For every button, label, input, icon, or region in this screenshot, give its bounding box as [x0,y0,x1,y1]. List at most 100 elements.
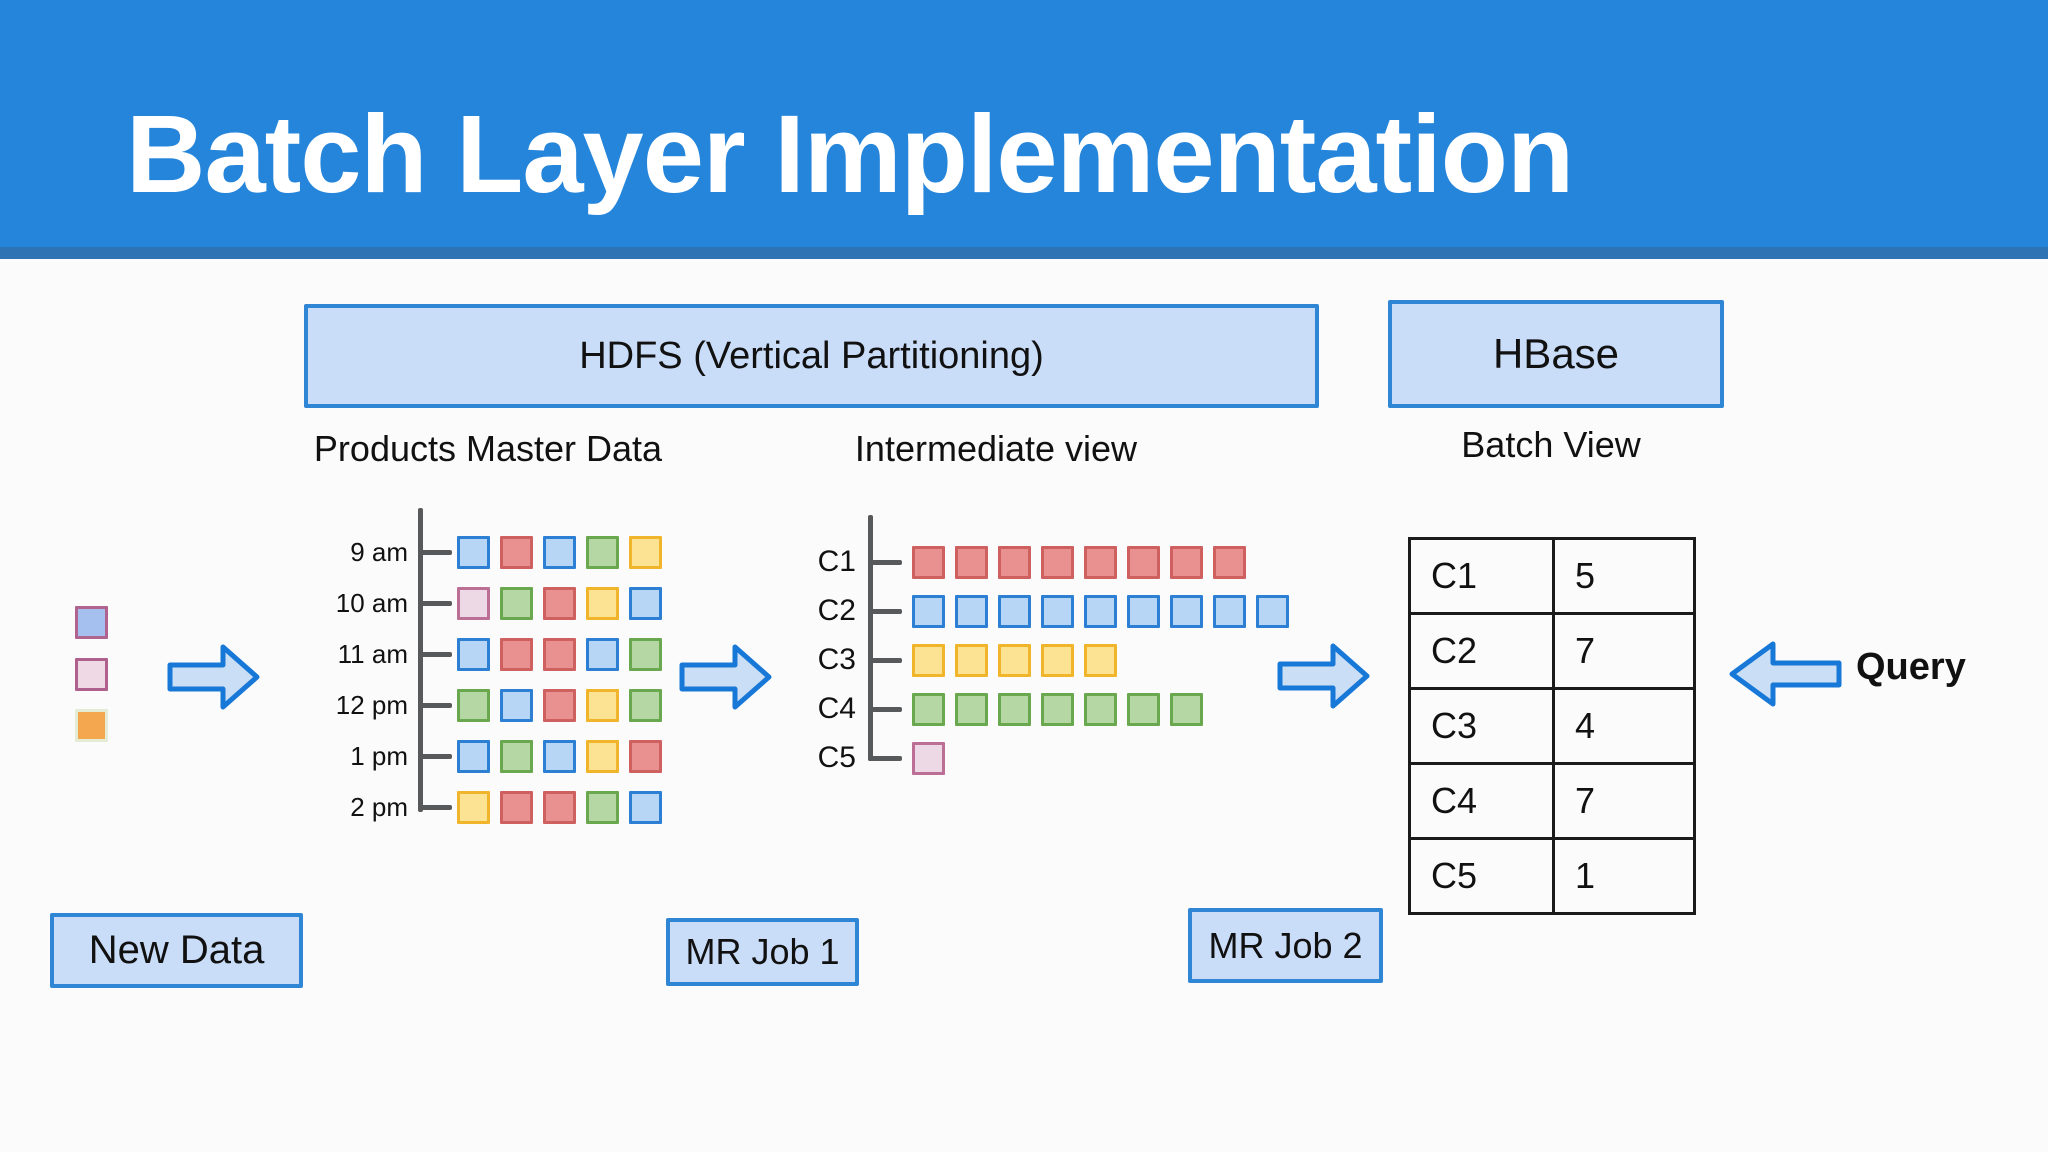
data-block-red [500,536,533,569]
data-block-blue [629,791,662,824]
products-master-data-label: Products Master Data [313,428,663,469]
axis-tick [418,652,452,657]
data-block-blue [912,595,945,628]
data-block-periwinkle [75,606,108,639]
data-block-blue [1256,595,1289,628]
data-block-blue [1084,595,1117,628]
new-data-box: New Data [50,913,303,988]
axis-tick [868,707,902,712]
master-grid-axis [418,508,423,812]
data-block-yellow [1084,644,1117,677]
data-block-blue [586,638,619,671]
slide-header: Batch Layer Implementation [0,0,2048,247]
mr-job-2-box: MR Job 2 [1188,908,1383,983]
data-block-green [1084,693,1117,726]
data-block-green [500,587,533,620]
data-block-yellow [457,791,490,824]
axis-tick [868,609,902,614]
data-block-blue [1170,595,1203,628]
time-label: 10 am [335,588,408,618]
data-block-green [457,689,490,722]
data-block-green [629,638,662,671]
time-label: 11 am [337,639,408,669]
data-block-red [1213,546,1246,579]
data-block-blue [1041,595,1074,628]
data-block-green [1170,693,1203,726]
data-block-red [1084,546,1117,579]
data-block-red [1127,546,1160,579]
data-block-red [629,740,662,773]
batch-view-value: 1 [1552,837,1696,915]
data-block-yellow [955,644,988,677]
hbase-box-label: HBase [1492,330,1620,377]
data-block-red [955,546,988,579]
data-block-red [1170,546,1203,579]
category-label: C4 [817,692,856,725]
axis-tick [418,754,452,759]
batch-view-value: 7 [1552,612,1696,690]
batch-view-key: C5 [1408,837,1555,915]
data-block-blue [543,536,576,569]
axis-tick [418,703,452,708]
data-block-red [1041,546,1074,579]
data-block-blue [1213,595,1246,628]
data-block-red [543,587,576,620]
data-block-blue [629,587,662,620]
data-block-yellow [586,587,619,620]
batch-view-key: C3 [1408,687,1555,765]
data-block-blue [500,689,533,722]
data-block-blue [998,595,1031,628]
data-block-yellow [586,689,619,722]
data-block-green [500,740,533,773]
category-label: C3 [817,643,856,676]
new-data-box-label: New Data [88,928,265,972]
axis-tick [868,756,902,761]
data-block-blue [543,740,576,773]
axis-tick [418,805,452,810]
data-block-lightpink [75,658,108,691]
data-block-yellow [1041,644,1074,677]
hbase-box: HBase [1388,300,1724,408]
batch-view-key: C4 [1408,762,1555,840]
data-block-red [998,546,1031,579]
data-block-blue [955,595,988,628]
data-block-green [912,693,945,726]
data-block-green [955,693,988,726]
arrow-master-to-intermediate [679,644,772,710]
arrow-query-to-batch-view [1729,641,1842,707]
data-block-green [1041,693,1074,726]
data-block-red [500,638,533,671]
axis-tick [418,601,452,606]
data-block-red [912,546,945,579]
data-block-yellow [998,644,1031,677]
data-block-yellow [586,740,619,773]
data-block-orange [75,709,108,742]
mr-job-1-box-label: MR Job 1 [685,931,840,972]
header-accent-strip [0,247,2048,259]
data-block-blue [457,536,490,569]
arrow-new-data-to-master [167,644,260,710]
batch-view-key: C2 [1408,612,1555,690]
batch-view-value: 4 [1552,687,1696,765]
data-block-red [543,638,576,671]
data-block-yellow [912,644,945,677]
category-label: C5 [817,741,856,774]
data-block-green [1127,693,1160,726]
intermediate-view-label: Intermediate view [854,428,1138,469]
data-block-red [500,791,533,824]
arrow-intermediate-to-batch-view [1277,643,1370,709]
batch-view-key: C1 [1408,537,1555,615]
data-block-blue [457,638,490,671]
batch-view-label: Batch View [1461,424,1641,465]
mr-job-2-box-label: MR Job 2 [1208,924,1363,966]
data-block-pink [912,742,945,775]
time-label: 9 am [350,537,408,567]
data-block-green [586,791,619,824]
category-label: C2 [817,594,856,627]
intermediate-view-axis [868,515,873,761]
